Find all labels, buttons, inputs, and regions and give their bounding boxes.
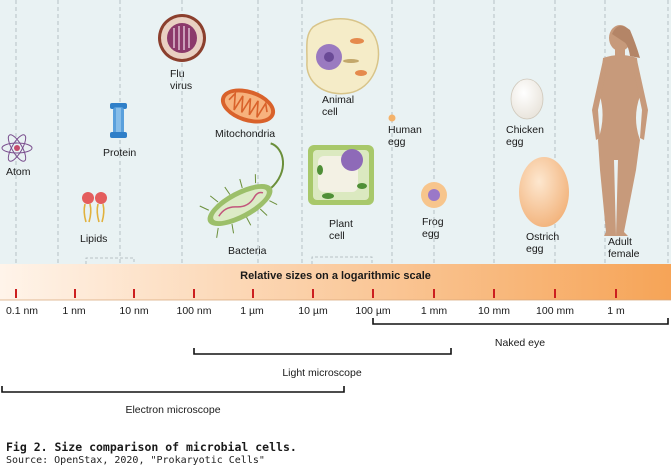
caption-source: Source: OpenStax, 2020, "Prokaryotic Cel… [6, 455, 265, 466]
tick-label: 10 mm [477, 305, 511, 317]
bracket-markers [85, 256, 373, 264]
tick-label: 100 nm [176, 305, 212, 317]
label-adult-female: Adult female [608, 236, 640, 260]
tick-label: 0.1 nm [5, 305, 39, 317]
lipids-icon [82, 192, 107, 223]
light-microscope-bracket [193, 348, 452, 355]
tick-label: 100 µm [355, 305, 391, 317]
diagram-canvas [0, 0, 671, 393]
label-flu-virus: Flu virus [170, 68, 193, 92]
naked-eye-bracket [372, 318, 669, 325]
naked-eye-label: Naked eye [494, 337, 546, 349]
animal-cell-icon [306, 18, 380, 95]
figure-caption: Fig 2. Size comparison of microbial cell… [6, 440, 297, 467]
ostrich-egg-icon [519, 157, 569, 227]
label-human-egg: Human egg [388, 124, 422, 148]
chicken-egg-icon [510, 78, 544, 120]
scale-title: Relative sizes on a logarithmic scale [240, 270, 431, 282]
tick-marks [15, 289, 617, 298]
label-plant-cell: Plant cell [329, 218, 353, 242]
mitochondria-icon [220, 88, 276, 124]
label-chicken-egg: Chicken egg [506, 124, 544, 148]
atom-icon [1, 134, 33, 162]
adult-female-icon [592, 25, 648, 236]
label-mitochondria: Mitochondria [215, 128, 276, 140]
protein-icon [110, 103, 127, 138]
label-lipids: Lipids [80, 233, 108, 245]
electron-microscope-label: Electron microscope [125, 404, 221, 416]
caption-title: Fig 2. Size comparison of microbial cell… [6, 440, 297, 454]
light-microscope-label: Light microscope [282, 367, 362, 379]
tick-label: 10 nm [119, 305, 149, 317]
label-animal-cell: Animal cell [322, 94, 355, 118]
tick-label: 1 nm [62, 305, 86, 317]
label-ostrich-egg: Ostrich egg [526, 231, 560, 255]
human-egg-icon [388, 114, 396, 122]
size-comparison-figure: Atom Lipids Protein Flu virus Mitochondr… [0, 0, 671, 416]
label-frog-egg: Frog egg [422, 216, 444, 240]
label-protein: Protein [103, 147, 137, 159]
scale-bar [0, 264, 671, 300]
label-atom: Atom [6, 166, 31, 178]
label-bacteria: Bacteria [228, 245, 267, 257]
tick-label: 1 mm [420, 305, 448, 317]
tick-label: 1 m [607, 305, 625, 317]
tick-label: 1 µm [240, 305, 264, 317]
frog-egg-icon [421, 182, 447, 208]
electron-microscope-bracket [1, 386, 345, 393]
tick-label: 100 mm [536, 305, 574, 317]
tick-label: 10 µm [298, 305, 328, 317]
flu-virus-icon [158, 14, 206, 62]
plant-cell-icon [308, 145, 374, 205]
bacteria-icon [199, 142, 285, 238]
